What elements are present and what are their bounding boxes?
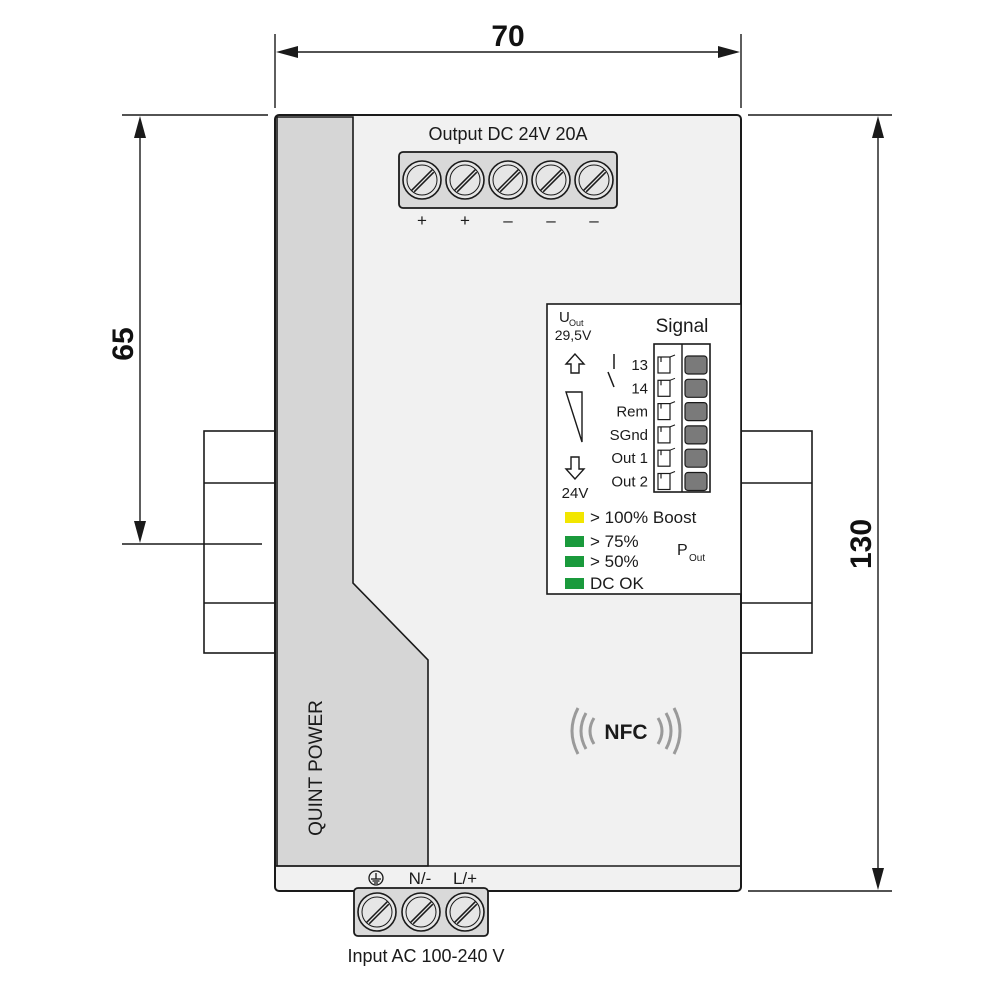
signal-terminal[interactable] — [657, 377, 708, 398]
dimension-height — [748, 114, 892, 892]
led-label: > 100% Boost — [590, 508, 697, 527]
polarity-mark: – — [589, 211, 599, 230]
signal-terminal[interactable] — [657, 447, 708, 468]
output-polarity-marks: + + – – – — [417, 211, 599, 230]
svg-text:Out: Out — [569, 318, 584, 328]
polarity-mark: + — [460, 211, 470, 230]
voltage-ramp-icon — [565, 391, 583, 443]
led-label: > 50% — [590, 552, 639, 571]
output-screw-terminal[interactable] — [574, 160, 614, 200]
arrow-down-icon — [564, 456, 586, 481]
ground-icon — [368, 870, 384, 886]
svg-text:P: P — [677, 542, 688, 559]
output-label: Output DC 24V 20A — [428, 124, 587, 144]
signal-terminal[interactable] — [657, 424, 708, 445]
input-terminal-block — [353, 887, 489, 937]
signal-pin-label: Out 1 — [611, 450, 648, 467]
signal-pin-label: 14 — [631, 380, 648, 397]
signal-pin-label: Out 2 — [611, 474, 648, 491]
dimension-width-label: 70 — [491, 20, 524, 53]
nfc-icon — [570, 707, 682, 755]
signal-terminal[interactable] — [657, 354, 708, 375]
signal-terminal[interactable] — [657, 471, 708, 492]
status-led — [565, 556, 584, 567]
input-screw-terminal[interactable] — [357, 892, 397, 932]
input-label: Input AC 100-240 V — [347, 946, 504, 966]
dimension-half-height-label: 65 — [107, 327, 140, 360]
signal-pin-label: Rem — [616, 404, 648, 421]
polarity-mark: – — [546, 211, 556, 230]
led-label: > 75% — [590, 532, 639, 551]
dimension-width — [274, 34, 742, 108]
output-screw-terminal[interactable] — [445, 160, 485, 200]
output-screw-terminal[interactable] — [488, 160, 528, 200]
polarity-mark: + — [417, 211, 427, 230]
signal-title: Signal — [656, 316, 709, 337]
signal-pin-label: SGnd — [610, 427, 648, 444]
status-led — [565, 578, 584, 589]
din-rail-clip-right — [740, 430, 813, 654]
brand-label: QUINT POWER — [306, 700, 327, 836]
nfc-label: NFC — [604, 721, 647, 744]
din-rail-clip-left — [203, 430, 276, 654]
output-screw-terminal[interactable] — [531, 160, 571, 200]
svg-text:Out: Out — [689, 553, 705, 564]
status-led — [565, 512, 584, 523]
led-legend: > 100% Boost > 75%> 50% DC OK — [565, 508, 697, 593]
input-screw-terminal[interactable] — [445, 892, 485, 932]
relay-contact-icon — [607, 354, 615, 388]
dimension-height-label: 130 — [845, 519, 878, 569]
signal-terminal[interactable] — [657, 401, 708, 422]
arrow-up-icon — [564, 352, 586, 374]
input-screw-terminal[interactable] — [401, 892, 441, 932]
neutral-label: N/- — [409, 869, 432, 888]
signal-terminal-block — [653, 343, 711, 493]
dimension-half-height — [122, 114, 268, 545]
signal-panel — [546, 303, 742, 595]
u-out-label: U Out — [559, 309, 584, 328]
line-label: L/+ — [453, 869, 477, 888]
polarity-mark: – — [503, 211, 513, 230]
signal-pin-label: 13 — [631, 357, 648, 374]
u-max-label: 29,5V — [555, 327, 592, 343]
svg-text:U: U — [559, 309, 570, 326]
status-led — [565, 536, 584, 547]
output-terminal-block — [398, 151, 618, 209]
output-screw-terminal[interactable] — [402, 160, 442, 200]
p-out-label: P Out — [677, 542, 705, 564]
led-label: DC OK — [590, 574, 645, 593]
u-min-label: 24V — [562, 485, 589, 502]
